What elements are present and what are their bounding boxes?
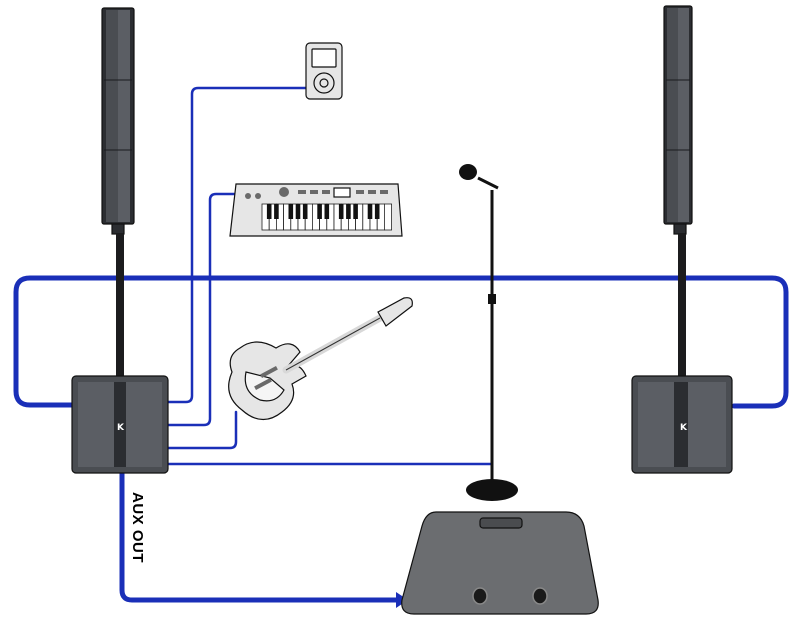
black-key [295,204,301,219]
guitar-icon [228,297,413,421]
right-subwoofer: K [631,375,733,474]
keyboard-cable [166,192,236,427]
brand-mark: K [680,423,688,433]
media-player-icon [305,42,343,100]
guitar-cable [166,410,238,450]
white-key [383,203,392,231]
black-key [338,204,344,219]
black-key [346,204,351,219]
media-player-cable [166,86,308,404]
black-key [288,204,294,219]
aux-out-label: AUX OUT [129,492,146,563]
black-key [317,204,322,219]
microphone-cable [166,462,494,480]
black-key [324,204,330,219]
black-key [266,204,272,219]
stage-monitor-icon [401,511,599,615]
keyboard-keys [261,203,392,231]
microphone-icon [459,164,518,501]
keyboard-icon [229,183,403,237]
black-key [374,204,380,219]
aux-out-cable [119,470,399,603]
black-key [353,204,358,219]
black-key [302,204,308,219]
left-column-speaker [101,7,135,376]
black-key [367,204,373,219]
left-subwoofer: K [71,375,169,474]
right-column-speaker [663,5,693,376]
link-cable [13,275,789,409]
brand-mark: K [117,423,125,433]
black-key [274,204,279,219]
